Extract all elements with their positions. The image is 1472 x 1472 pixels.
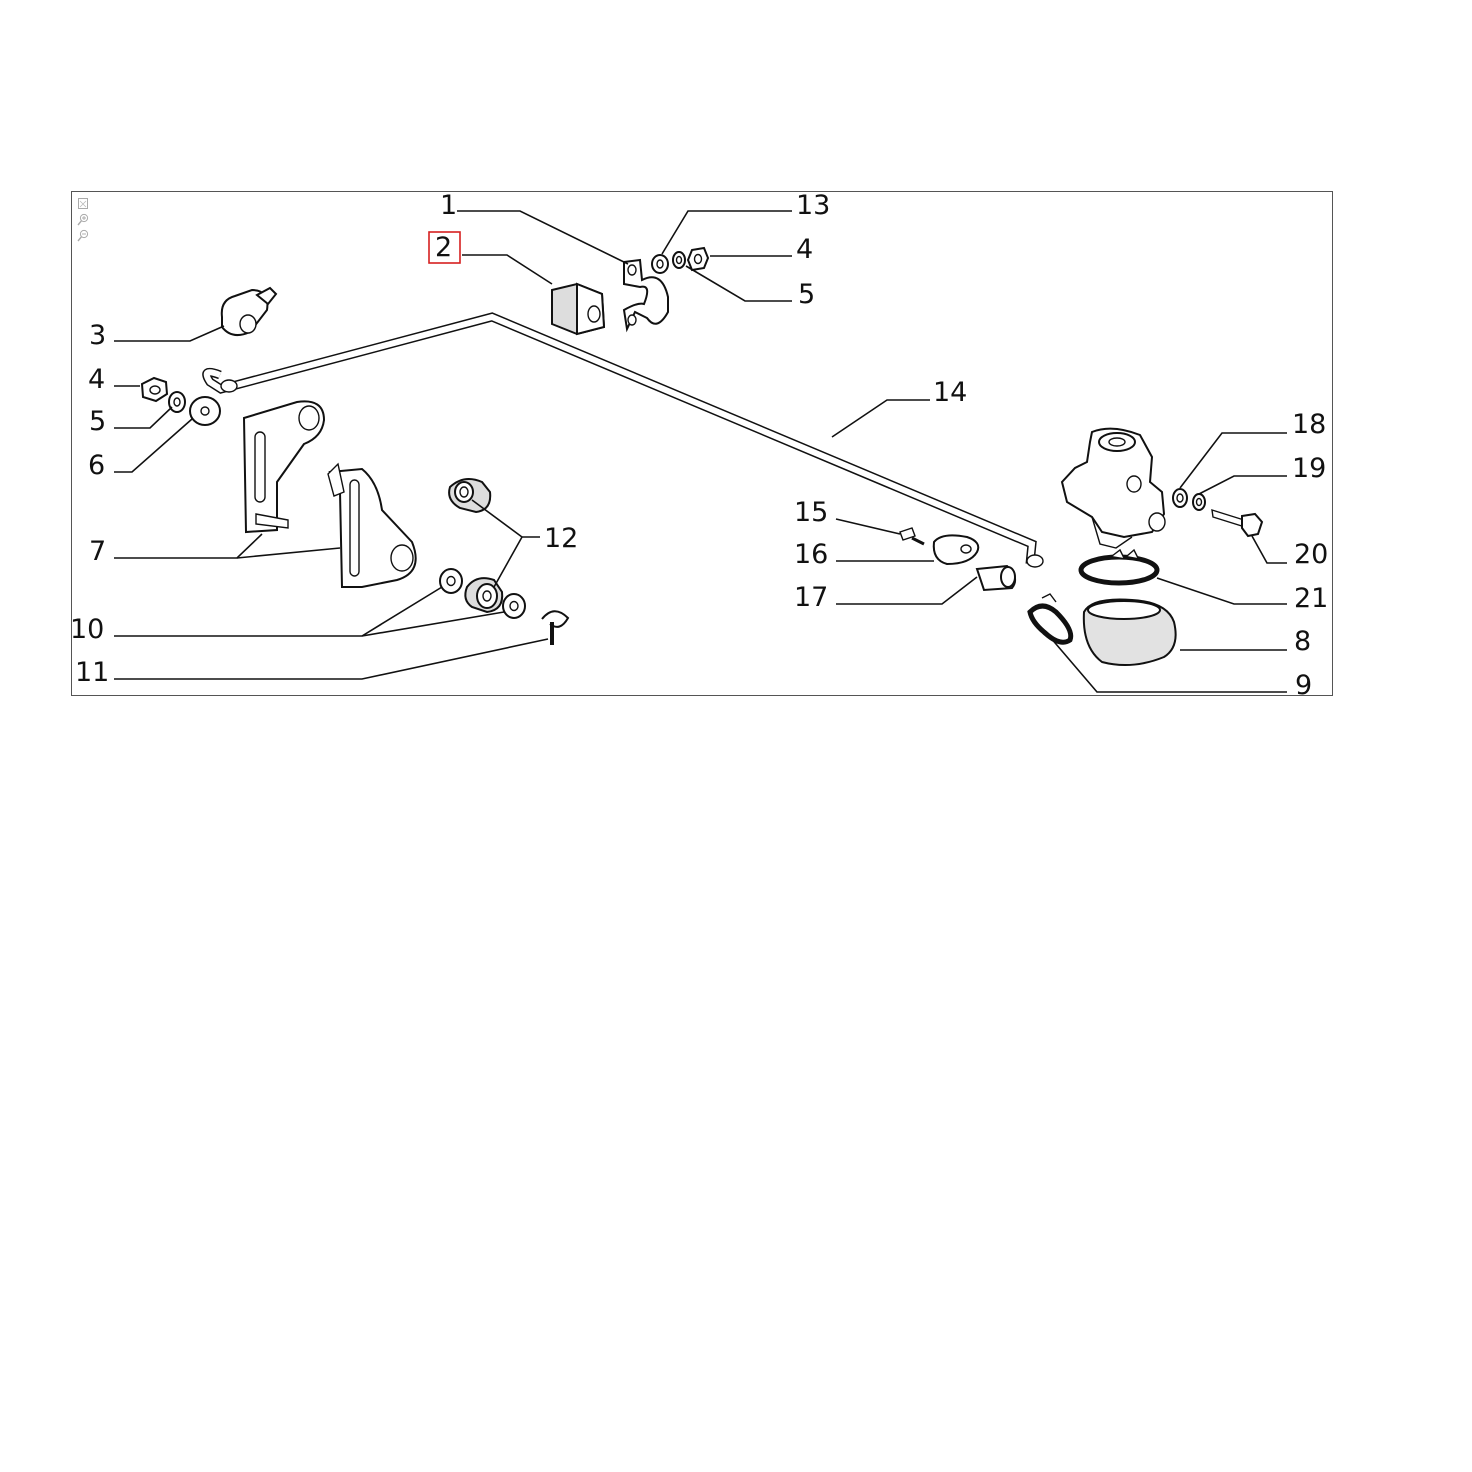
callout-5-left[interactable]: 5 [89,406,106,437]
callout-2[interactable]: 2 [435,232,452,263]
callout-21[interactable]: 21 [1294,583,1328,614]
part-4-nut-top [686,246,710,272]
part-4-nut-left [140,376,169,403]
callout-labels: 1 2 13 4 5 3 4 5 6 7 10 11 12 14 15 16 1… [72,192,1328,696]
part-5-washer-left [168,391,186,413]
exploded-parts-diagram: 1 2 13 4 5 3 4 5 6 7 10 11 12 14 15 16 1… [71,191,1333,696]
part-3-link [220,286,278,337]
part-10-washer-a [439,568,463,594]
callout-16[interactable]: 16 [794,539,828,570]
part-20-bolt [1211,509,1264,538]
part-7-bracket-right [327,462,417,588]
part-6-washer [189,396,221,426]
stabilizer-bar [202,312,1044,568]
zoom-out-icon[interactable] [77,229,89,243]
part-5-washer-top [672,251,686,269]
callout-20[interactable]: 20 [1294,539,1328,570]
part-15-stud [899,527,925,546]
part-12-bush-lower [464,577,504,614]
part-9-clamp [1027,593,1074,645]
part-21-ring [1078,548,1160,586]
callout-9[interactable]: 9 [1295,670,1312,696]
part-17-sleeve [975,564,1017,592]
callout-18[interactable]: 18 [1292,409,1326,440]
part-19-washer [1192,493,1206,511]
callout-highlight-box [428,231,461,264]
zoom-in-icon[interactable] [77,213,89,227]
callout-8[interactable]: 8 [1294,626,1311,657]
valve-body [1060,427,1166,549]
callout-15[interactable]: 15 [794,497,828,528]
part-12-bush-upper [448,477,492,514]
part-18-washer [1172,488,1188,508]
callout-3[interactable]: 3 [89,320,106,351]
callout-13[interactable]: 13 [796,192,830,221]
part-16-plate [932,534,980,566]
part-1-clamp [622,258,669,333]
diagram-drawing: 1 2 13 4 5 3 4 5 6 7 10 11 12 14 15 16 1… [72,192,1328,696]
part-7-bracket-left [242,400,326,534]
callout-6[interactable]: 6 [88,450,105,481]
callout-17[interactable]: 17 [794,582,828,613]
leader-lines [114,210,1287,693]
callout-10[interactable]: 10 [72,614,104,645]
part-8-boot [1082,598,1177,666]
part-11-clip [541,610,570,645]
callout-7[interactable]: 7 [89,536,106,567]
part-10-washer-b [502,593,526,619]
callout-1[interactable]: 1 [440,192,457,221]
callout-11[interactable]: 11 [75,657,109,688]
callout-14[interactable]: 14 [933,377,967,408]
callout-4-left[interactable]: 4 [88,364,105,395]
callout-12[interactable]: 12 [544,523,578,554]
part-2-bush [551,282,606,336]
part-13-washer [651,254,669,274]
fit-icon[interactable] [77,197,89,211]
callout-4-top[interactable]: 4 [796,234,813,265]
viewer-toolbar [77,197,91,245]
callout-5-top[interactable]: 5 [798,279,815,310]
callout-19[interactable]: 19 [1292,453,1326,484]
